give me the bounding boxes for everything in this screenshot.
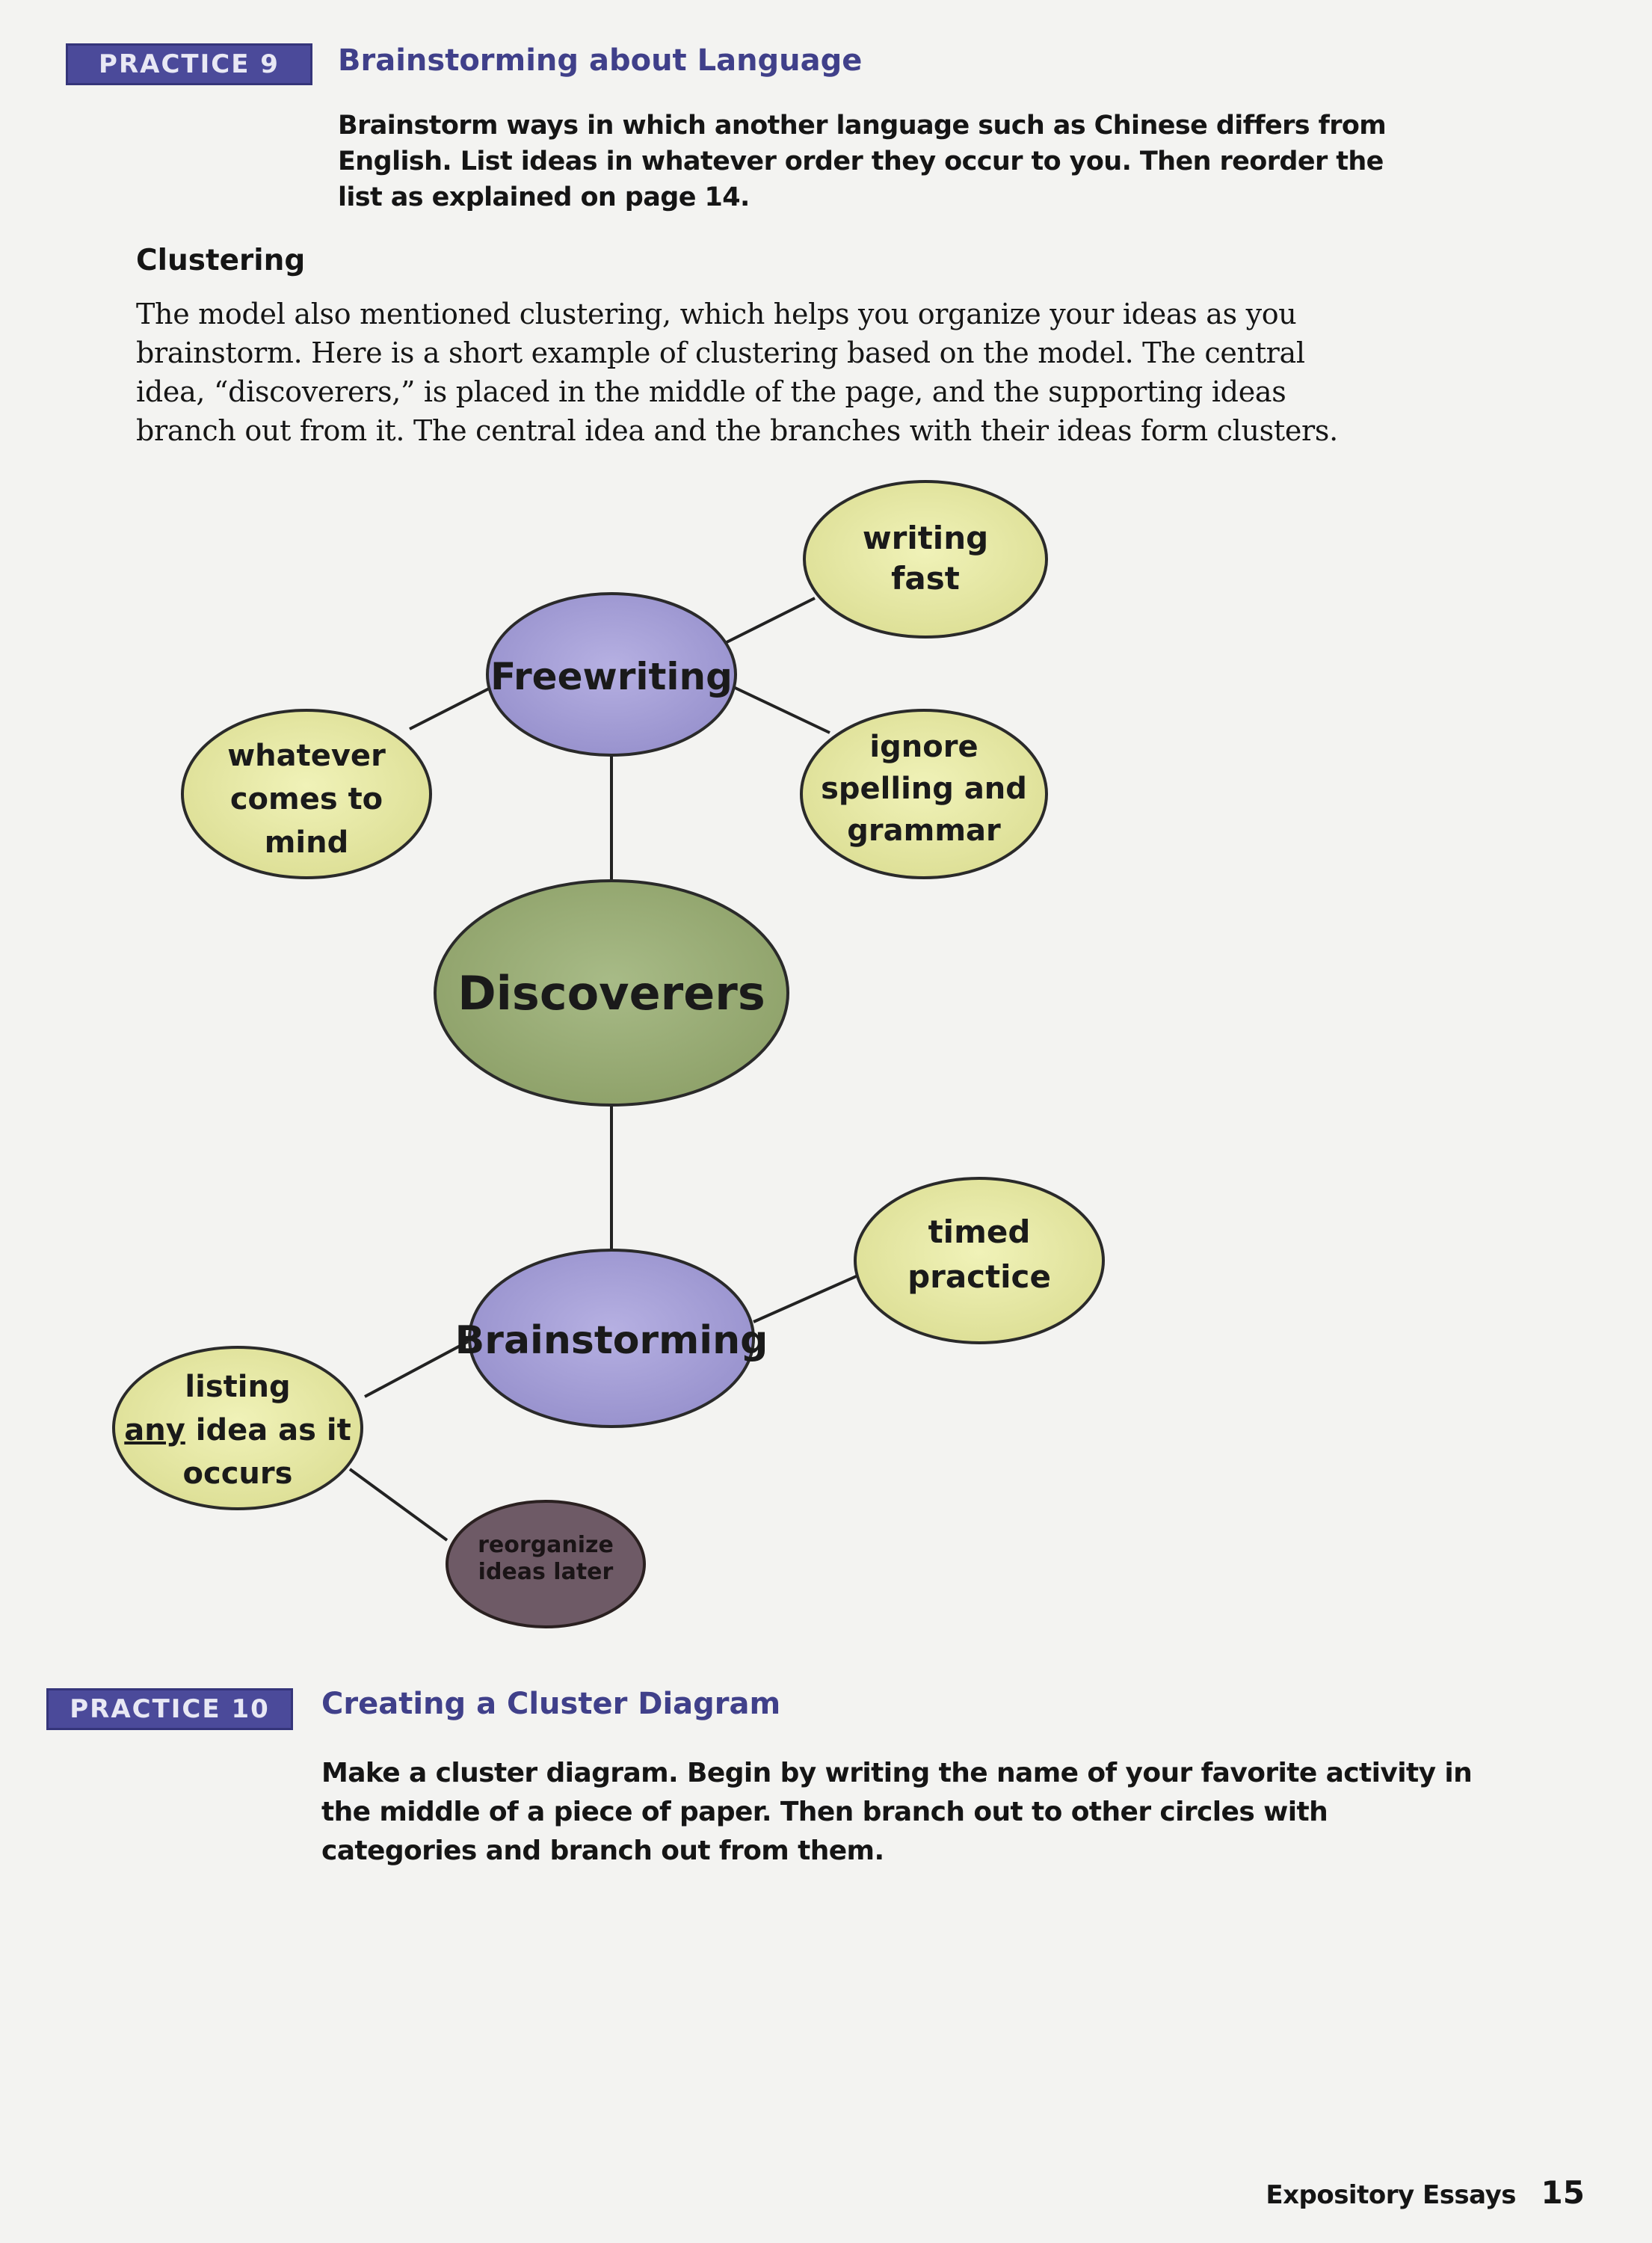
node-ignore-spelling <box>800 709 1048 879</box>
line-listing-reorganize <box>348 1468 449 1542</box>
line-freewriting-writing-fast <box>724 597 816 644</box>
label-discoverers: Discoverers <box>457 966 765 1021</box>
label-timed-1: timed <box>928 1213 1031 1250</box>
cluster-diagram: Discoverers Freewriting Brainstorming wr… <box>112 480 1105 1628</box>
label-writing-fast-2: fast <box>891 560 960 597</box>
node-writing-fast <box>803 480 1048 639</box>
clustering-body: The model also mentioned clustering, whi… <box>136 298 1338 447</box>
practice-9-title: Brainstorming about Language <box>338 43 863 78</box>
line-freewriting-ignore <box>728 683 830 734</box>
line-brainstorming-timed <box>753 1273 860 1323</box>
practice-9-instructions: Brainstorm ways in which another languag… <box>338 111 1387 212</box>
label-whatever-3: mind <box>265 825 349 860</box>
label-freewriting: Freewriting <box>490 655 733 698</box>
label-ignore-1: ignore <box>869 730 978 764</box>
line-brainstorming-listing <box>364 1335 478 1398</box>
footer-page-number: 15 <box>1541 2174 1585 2211</box>
node-timed-practice <box>854 1177 1105 1344</box>
label-reorganize-1: reorganize <box>478 1532 614 1558</box>
node-discoverers <box>434 879 789 1107</box>
node-reorganize <box>446 1500 646 1628</box>
label-reorganize-2: ideas later <box>478 1559 614 1585</box>
practice-10-instructions: Make a cluster diagram. Begin by writing… <box>321 1758 1473 1866</box>
node-brainstorming <box>468 1249 755 1428</box>
label-listing-2-rest: idea as it <box>185 1413 351 1447</box>
node-freewriting <box>486 592 737 757</box>
label-listing-1: listing <box>185 1370 290 1404</box>
node-whatever-comes <box>181 709 432 879</box>
node-listing-any <box>112 1346 363 1510</box>
footer-section-title: Expository Essays <box>1266 2180 1516 2210</box>
practice-9-badge: PRACTICE 9 <box>66 43 312 85</box>
practice-10-badge: PRACTICE 10 <box>46 1688 293 1730</box>
label-brainstorming: Brainstorming <box>455 1318 768 1363</box>
label-listing-2: any idea as it <box>124 1413 351 1447</box>
label-listing-3: occurs <box>183 1456 293 1491</box>
page-footer: Expository Essays 15 <box>1266 2174 1585 2211</box>
practice-10-title: Creating a Cluster Diagram <box>321 1687 781 1721</box>
label-ignore-3: grammar <box>847 813 1001 848</box>
label-ignore-2: spelling and <box>821 772 1027 806</box>
label-whatever-1: whatever <box>227 739 386 773</box>
label-timed-2: practice <box>907 1258 1051 1295</box>
line-freewriting-whatever <box>409 685 494 730</box>
label-listing-any-underlined: any <box>124 1413 185 1447</box>
label-whatever-2: comes to <box>230 782 383 816</box>
label-writing-fast-1: writing <box>863 520 988 556</box>
clustering-heading: Clustering <box>136 244 306 277</box>
